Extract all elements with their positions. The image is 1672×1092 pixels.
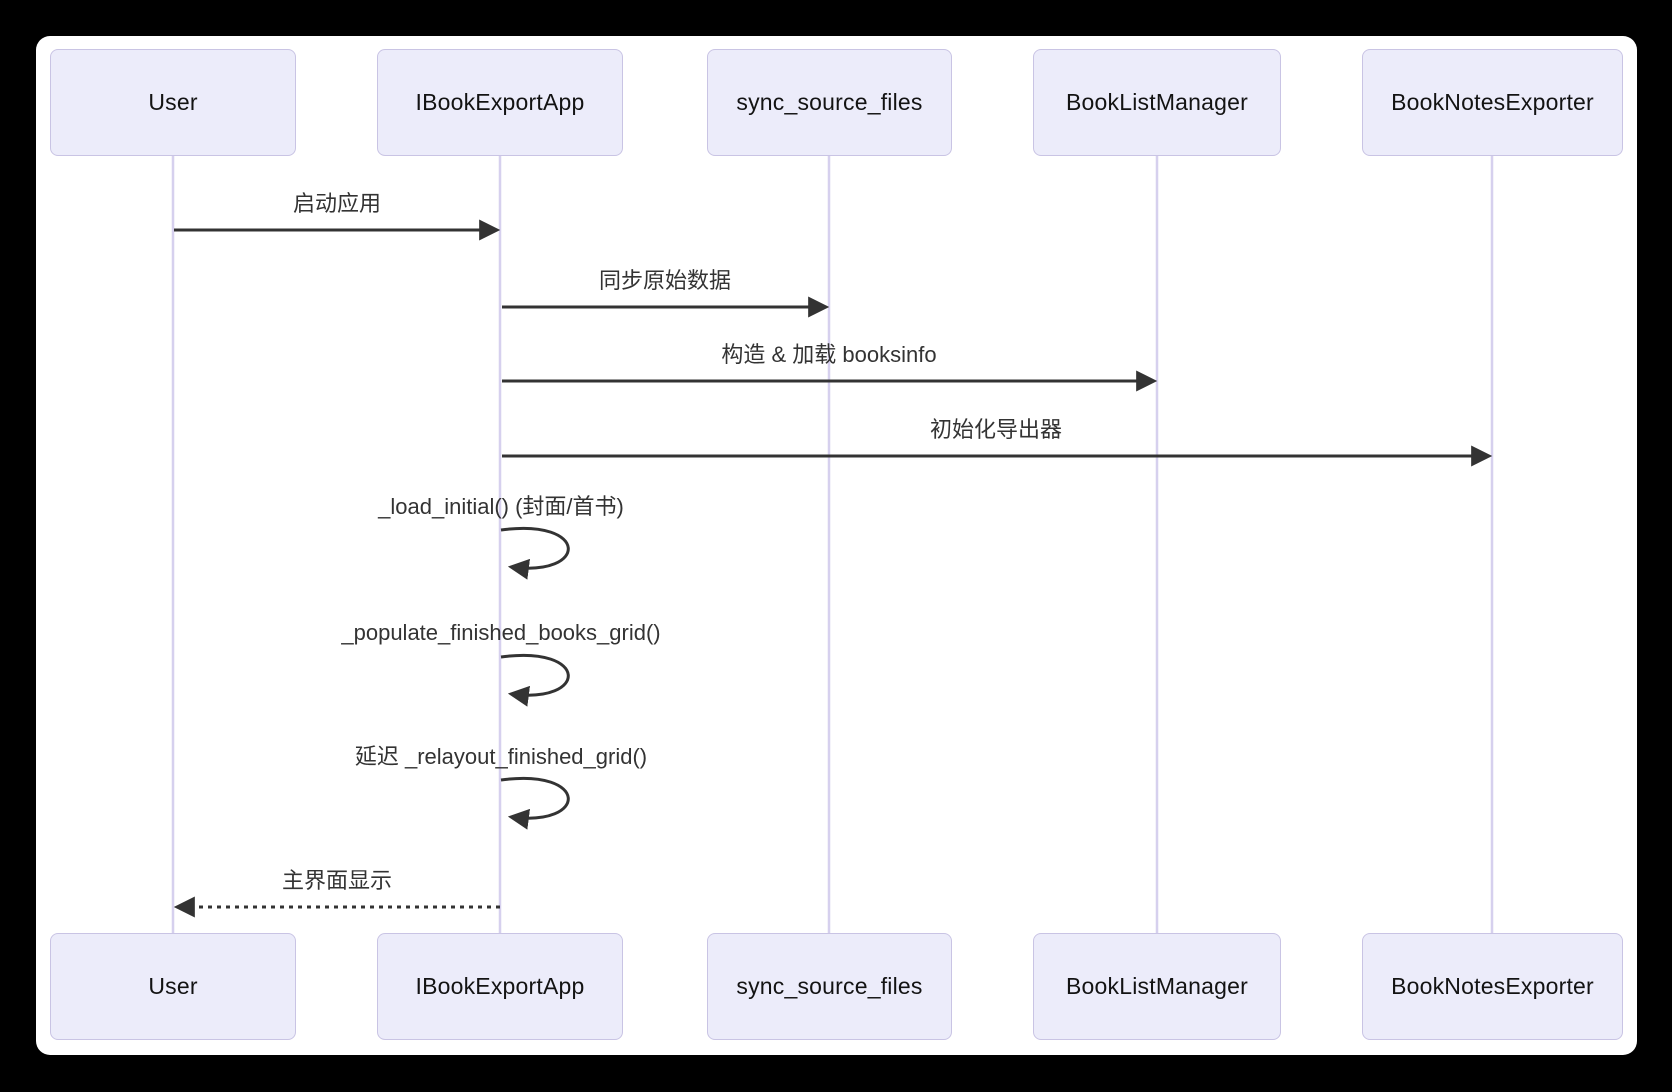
actor-top-ibookexportapp: IBookExportApp [377,49,623,156]
message-label-start-app: 启动应用 [292,191,382,216]
actor-label: IBookExportApp [415,89,585,115]
actor-label: User [148,89,198,115]
actor-top-booklistmanager: BookListManager [1033,49,1281,156]
actor-label: sync_source_files [736,973,923,999]
actor-label: BookNotesExporter [1391,89,1594,115]
actor-top-sync-source-files: sync_source_files [707,49,952,156]
message-label-main-ui-display: 主界面显示 [281,868,393,893]
message-label-load-initial: _load_initial() (封面/首书) [378,494,624,519]
actor-top-booknotesexporter: BookNotesExporter [1362,49,1623,156]
message-label-init-exporter: 初始化导出器 [929,417,1063,442]
message-label-sync-source-data: 同步原始数据 [598,268,732,293]
actor-bottom-booknotesexporter: BookNotesExporter [1362,933,1623,1040]
actor-label: User [148,973,198,999]
message-label-populate-finished-books-grid: _populate_finished_books_grid() [341,620,661,645]
actor-bottom-user: User [50,933,296,1040]
actor-top-user: User [50,49,296,156]
message-label-relayout-finished-grid: 延迟 _relayout_finished_grid() [354,744,648,769]
actor-bottom-sync-source-files: sync_source_files [707,933,952,1040]
sequence-diagram-canvas [36,36,1637,1055]
message-label-load-booksinfo: 构造 & 加载 booksinfo [721,342,937,367]
actor-bottom-ibookexportapp: IBookExportApp [377,933,623,1040]
actor-label: BookListManager [1066,89,1248,115]
actor-label: BookNotesExporter [1391,973,1594,999]
actor-bottom-booklistmanager: BookListManager [1033,933,1281,1040]
actor-label: sync_source_files [736,89,923,115]
actor-label: BookListManager [1066,973,1248,999]
actor-label: IBookExportApp [415,973,585,999]
